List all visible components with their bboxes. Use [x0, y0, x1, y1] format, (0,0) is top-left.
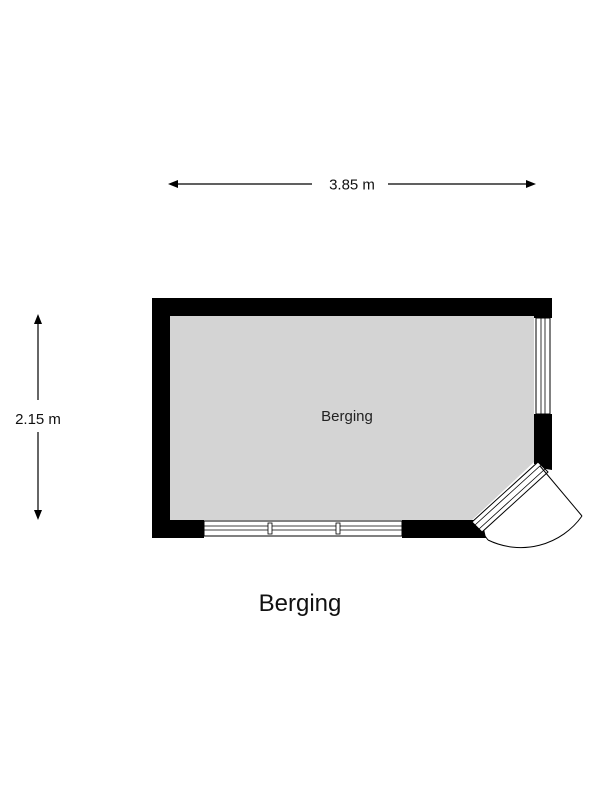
height-arrowhead-bottom	[34, 510, 42, 520]
width-arrowhead-right	[526, 180, 536, 188]
height-dimension-label: 2.15 m	[15, 411, 61, 428]
width-dimension-label: 3.85 m	[329, 177, 375, 194]
height-dimension: 2.15 m	[15, 314, 61, 520]
door-swing	[481, 465, 583, 549]
wall-top	[152, 298, 552, 316]
wall-right-upper	[534, 298, 552, 318]
wall-bottom-left	[152, 520, 204, 538]
door-panel	[471, 461, 549, 533]
room-floor	[170, 316, 534, 520]
room-label: Berging	[321, 408, 373, 425]
width-dimension: 3.85 m	[168, 177, 536, 194]
wall-bottom-right	[402, 520, 474, 538]
height-arrowhead-top	[34, 314, 42, 324]
plan-caption: Berging	[258, 590, 342, 617]
wall-left	[152, 298, 170, 538]
width-arrowhead-left	[168, 180, 178, 188]
window-right	[535, 317, 551, 415]
window-bottom	[203, 520, 403, 537]
wall-right-lower	[534, 414, 552, 464]
walls	[152, 298, 552, 538]
